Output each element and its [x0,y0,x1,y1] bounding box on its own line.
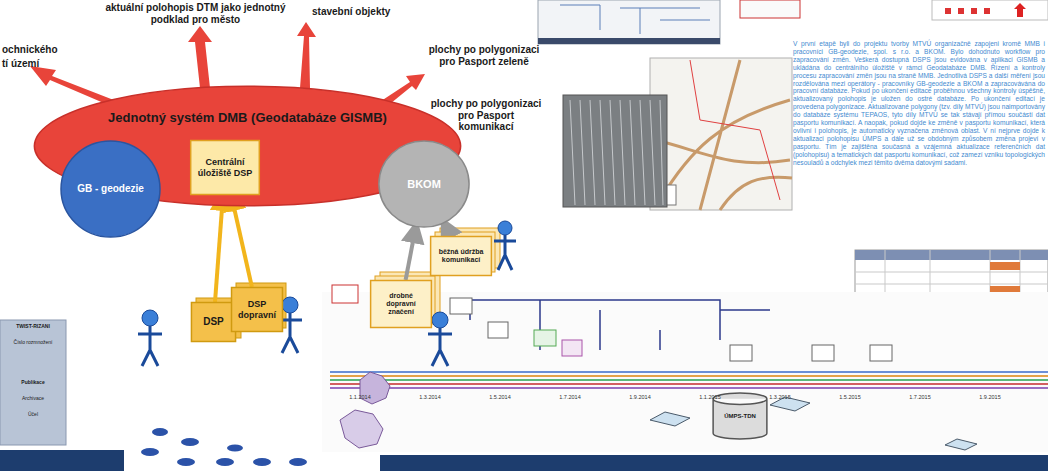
database-cylinder-fill [713,393,767,439]
footer-bar [380,455,1048,471]
icons [945,8,990,14]
icon [1014,3,1026,17]
footer-bar [0,450,124,471]
parcel-stripes [570,100,663,205]
timeline-date: 1.7.2014 [545,394,595,400]
node-content: běžná údržba komunikací [434,248,488,264]
cut-label: ochnického [2,44,82,56]
document-stack: drobné dopravní značení [370,280,432,328]
document-stack-fill [371,280,432,327]
node-label: DSP [203,316,224,328]
document-stack-fill [232,287,283,331]
stick-figures [138,221,516,366]
org-circle: GB - geodezie [60,140,161,238]
screenshot-thumb [538,0,720,44]
taskbar [538,38,720,44]
node-label: GB - geodezie [77,183,144,195]
panel-label: Účel [4,412,62,418]
document-stack: DSP dopravní [231,287,283,332]
document-stack: DSP [191,302,236,342]
timeline-links [455,300,770,350]
org-circle-fill [61,141,160,237]
border [690,60,780,200]
flow-arrow [406,227,416,280]
dots [141,428,307,466]
panel-label: Publikace [4,380,62,386]
flow-arrow [444,224,450,237]
timeline-date: 1.5.2015 [825,394,875,400]
node-content: drobné dopravní značení [374,292,428,316]
output-label: aktuální polohopis DTM jako jednotný pod… [88,2,303,25]
flow-arrow [231,195,252,287]
node-content: DSP [203,316,224,328]
description-text: V první etapě byli do projektu tvorby MT… [793,40,1045,167]
panel-label: TWIST-RIZANI [4,324,62,330]
output-label: plochy po polygonizaci pro Pasport komun… [430,98,542,133]
table-cell [990,262,1020,270]
node-content: BKOM [407,178,441,191]
node-label: ÚMPS-TDN [724,413,756,420]
flow-arrow [215,195,223,302]
timeline-date: 1.7.2015 [895,394,945,400]
node-label: Centrální úložiště DSP [194,157,256,178]
node-label: Jednotný systém DMB (Geodatabáze GISMB) [108,111,387,126]
map-thumb [650,58,792,210]
org-circle: BKOM [378,140,470,228]
org-circle-fill [379,141,469,227]
storage-box-fill [191,141,260,195]
output-label: plochy po polygonizaci pro Pasport zelen… [428,44,540,67]
icon-strip [932,0,1048,20]
document-stack-fill [191,302,235,341]
timeline-date: 1.5.2014 [475,394,525,400]
region-map [340,410,383,448]
node-label: BKOM [407,178,441,191]
map-thumb [563,95,667,207]
node-content: GB - geodezie [77,183,144,195]
storage-box: Centrální úložiště DSP [190,140,260,195]
timeline-date: 1.3.2014 [405,394,455,400]
timeline-lines [330,372,1048,388]
timeline-date: 1.3.2015 [755,394,805,400]
output-label: stavební objekty [312,6,432,18]
timeline-date: 1.1.2014 [335,394,385,400]
node-label: běžná údržba komunikací [434,248,488,264]
node-label: DSP dopravní [235,299,279,320]
timeline-date: 1.9.2014 [615,394,665,400]
server-icons [650,397,977,450]
node-content: DSP dopravní [235,299,279,320]
document-stack-fill [431,236,492,275]
node-content: ÚMPS-TDN [724,413,756,420]
node-label: drobné dopravní značení [374,292,428,316]
side-panel [0,320,66,445]
document-stack: běžná údržba komunikací [430,236,492,276]
roads [655,60,792,210]
screen-lines [560,5,710,34]
panel-label: Archivace [4,396,62,402]
cut-label: tí území [2,58,82,70]
table-head [855,250,1048,260]
node-content: Centrální úložiště DSP [194,157,256,178]
timeline-date: 1.1.2015 [685,394,735,400]
panel-label: Číslo rozmnožení [4,340,62,346]
screenshot-thumb [740,0,800,18]
timeline-date: 1.9.2015 [965,394,1015,400]
